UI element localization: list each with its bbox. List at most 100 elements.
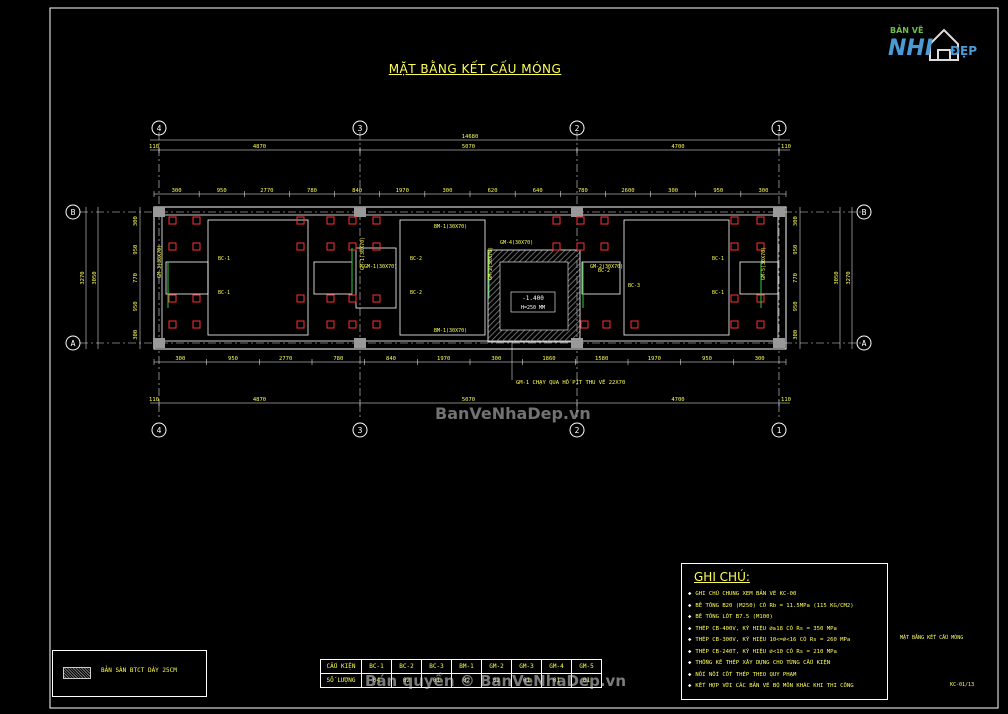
dim-vertical-text: 3270: [80, 271, 86, 284]
pile-square: [630, 320, 639, 329]
dim-text: 300: [793, 330, 799, 340]
house-icon: [929, 28, 959, 61]
dim-text: 1970: [396, 188, 409, 194]
dim-text: 840: [386, 356, 396, 362]
beam-outline: [581, 261, 621, 295]
beam-label: BC-3: [628, 283, 640, 289]
outer-beam: [153, 206, 787, 350]
column-block: [354, 207, 366, 217]
dim-text: 300: [172, 188, 182, 194]
note-item: ◆THỐNG KÊ THÉP XÂY DỰNG CHO TỪNG CẤU KIỆ…: [688, 658, 884, 670]
pile-square: [552, 242, 561, 251]
dim-span: 4700: [671, 144, 684, 150]
dim-text: 950: [217, 188, 227, 194]
diamond-icon: ◆: [688, 660, 692, 666]
note-text: BÊ TÔNG LÓT B7.5 (M100): [695, 614, 773, 620]
dim-text: 2600: [621, 188, 634, 194]
pile-square: [730, 320, 739, 329]
axis-bubble: [65, 335, 81, 351]
column-block: [354, 338, 366, 348]
axis-bubble: [352, 120, 368, 136]
axis-label: 4: [157, 124, 162, 133]
pile-square: [372, 294, 381, 303]
note-text: KẾT HỢP VỚI CÁC BẢN VẼ BỘ MÔN KHÁC KHI T…: [695, 683, 854, 689]
beam-label: BM-1(30X70): [434, 328, 467, 334]
axis-bubble: [569, 422, 585, 438]
notes-list: ◆GHI CHÚ CHUNG XEM BẢN VẼ KC-00◆BÊ TÔNG …: [688, 589, 884, 693]
diamond-icon: ◆: [688, 637, 692, 643]
dim-overall: 14680: [462, 134, 479, 140]
beam-label: GM-3(30X70): [157, 245, 163, 278]
table-cell: SỐ LƯỢNG: [320, 673, 362, 688]
watermark-center: BanVeNhaDep.vn: [435, 404, 591, 423]
beam-label: GM-2(30X70): [488, 247, 494, 280]
diamond-icon: ◆: [688, 625, 692, 632]
axis-bubble: [856, 204, 872, 220]
brand-logo: BẢN VẼ NHI ĐẸP: [884, 14, 996, 68]
axis-bubble: [352, 422, 368, 438]
dim-text: 300: [793, 216, 799, 226]
note-text: GHI CHÚ CHUNG XEM BẢN VẼ KC-00: [695, 591, 797, 597]
note-text: BÊ TÔNG B20 (M250) CÓ Rb = 11.5MPa (115 …: [695, 602, 854, 609]
dim-edge: 110: [149, 144, 159, 150]
beam-label: BC-2: [598, 268, 610, 274]
pile-square: [348, 294, 357, 303]
dim-text: 770: [133, 273, 139, 283]
notes-box: GHI CHÚ: ◆GHI CHÚ CHUNG XEM BẢN VẼ KC-00…: [681, 563, 888, 700]
note-item: ◆THÉP CB-300V, KÝ HIỆU 10<=∅<16 CÓ Rs = …: [688, 635, 884, 647]
dim-text: 950: [133, 301, 139, 311]
note-text: THÉP CB-240T, KÝ HIỆU ∅<10 CÓ Rs = 210 M…: [695, 648, 837, 655]
beam-label: GM-2(30X70): [590, 264, 623, 270]
beam-label: BC-2: [410, 290, 422, 296]
dim-text: 1860: [542, 356, 555, 362]
beam-label: GM-1(30X70): [360, 237, 366, 270]
pit-note: GM-1 CHẠY QUA HỐ PÍT THU VẼ 22X70: [516, 378, 625, 386]
dim-vertical-text: 3050: [92, 271, 98, 284]
dim-text: 620: [488, 188, 498, 194]
dim-text: 950: [793, 301, 799, 311]
dim-vertical-text: 3270: [846, 271, 852, 284]
note-item: ◆THÉP CB-240T, KÝ HIỆU ∅<10 CÓ Rs = 210 …: [688, 647, 884, 659]
column-block: [153, 338, 165, 348]
watermark-bottom: Bản quyền © BanVeNhaDep.vn: [365, 672, 627, 690]
dim-text: 780: [307, 188, 317, 194]
pile-square: [372, 216, 381, 225]
axis-label: B: [71, 208, 76, 217]
dim-span: 4700: [671, 397, 684, 403]
axis-label: 1: [777, 124, 782, 133]
note-item: ◆KẾT HỢP VỚI CÁC BẢN VẼ BỘ MÔN KHÁC KHI …: [688, 681, 884, 693]
column-block: [773, 338, 785, 348]
axis-bubble: [65, 204, 81, 220]
dim-edge: 110: [781, 397, 791, 403]
beam-label: GM-5(30X70): [761, 247, 767, 280]
beam-label: BC-2: [410, 256, 422, 262]
sheet-name: MẶT BẰNG KẾT CẤU MÓNG: [900, 635, 964, 641]
diamond-icon: ◆: [688, 614, 692, 620]
dim-text: 780: [578, 188, 588, 194]
note-text: THÉP CB-300V, KÝ HIỆU 10<=∅<16 CÓ Rs = 2…: [695, 637, 851, 643]
pile-square: [326, 216, 335, 225]
axis-label: 2: [575, 426, 580, 435]
pile-square: [348, 320, 357, 329]
note-text: THÉP CB-400V, KÝ HIỆU ∅≥18 CÓ Rs = 350 M…: [695, 625, 837, 632]
logo-top-text: BẢN VẼ: [890, 26, 924, 35]
beam-outline: [207, 219, 309, 336]
pile-square: [296, 320, 305, 329]
diamond-icon: ◆: [688, 648, 692, 655]
dim-text: 300: [491, 356, 501, 362]
beam-label: GM-4(30X70): [500, 240, 533, 246]
axis-label: B: [862, 208, 867, 217]
beam-label: BC-1: [712, 290, 724, 296]
axis-bubble: [771, 422, 787, 438]
legend-text: BẢN SÀN BTCT DÀY 25CM: [101, 667, 177, 674]
pile-square: [756, 320, 765, 329]
column-block: [773, 207, 785, 217]
beam-label: BC-1: [218, 290, 230, 296]
beam-label: BC-1: [218, 256, 230, 262]
dim-span: 5070: [462, 144, 475, 150]
